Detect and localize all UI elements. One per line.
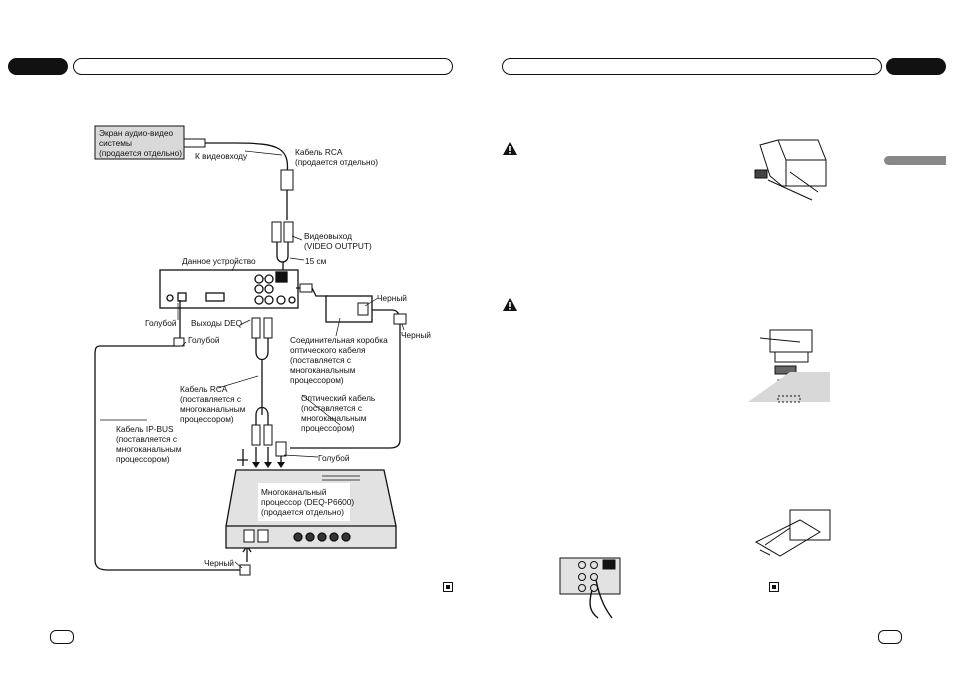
left-header-bar xyxy=(73,58,453,75)
right-section-tab xyxy=(886,58,946,75)
black-label-1: Черный xyxy=(377,293,407,303)
blue-label-3: Голубой xyxy=(318,453,350,463)
rca-cable-mid-label: Кабель RCA (поставляется с многоканальны… xyxy=(180,384,246,424)
language-side-tab xyxy=(884,156,946,165)
display-box-label: Экран аудио-видео системы (продается отд… xyxy=(99,128,183,158)
ipbus-cable-label: Кабель IP-BUS (поставляется с многоканал… xyxy=(116,424,182,464)
end-mark-icon xyxy=(443,582,453,592)
right-header-bar xyxy=(502,58,882,75)
black-label-3: Черный xyxy=(204,558,234,568)
blue-label-2: Голубой xyxy=(188,335,220,345)
blue-label-1: Голубой xyxy=(145,318,177,328)
right-page-number xyxy=(878,630,902,644)
deq-outputs-label: Выходы DEQ xyxy=(191,318,243,328)
end-mark-icon xyxy=(769,582,779,592)
rca-cable-top-label: Кабель RCA xyxy=(295,147,343,157)
length-15cm-label: 15 см xyxy=(305,256,327,266)
to-video-input-label: К видеовходу xyxy=(195,151,248,161)
warning-icon xyxy=(503,298,517,311)
junction-box-label: Соединительная коробка оптического кабел… xyxy=(290,335,388,385)
left-section-tab xyxy=(8,58,68,75)
left-page-number xyxy=(50,630,74,644)
optical-cable-label: Оптический кабель (поставляется с многок… xyxy=(301,393,376,433)
this-unit-label: Данное устройство xyxy=(182,256,256,266)
warning-icon xyxy=(503,142,517,155)
rca-cable-top-note: (продается отдельно) xyxy=(295,157,379,167)
processor-label: Многоканальный процессор (DEQ-P6600) (пр… xyxy=(261,487,355,517)
video-output-label: Видеовыход (VIDEO OUTPUT) xyxy=(304,231,372,251)
black-label-2: Черный xyxy=(401,330,431,340)
